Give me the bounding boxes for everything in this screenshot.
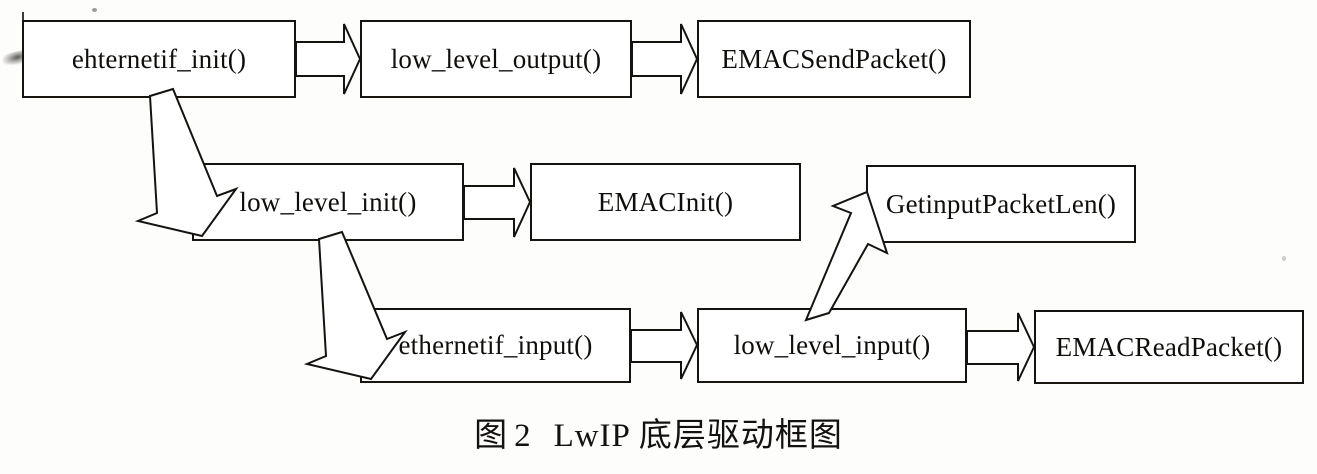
node-low-level-input[interactable]: low_level_input() <box>697 308 967 383</box>
scan-speck <box>1282 256 1286 261</box>
node-label: ethernetif_input() <box>398 330 593 360</box>
node-label: EMACSendPacket() <box>721 43 947 74</box>
node-label: GetinputPacketLen() <box>885 188 1117 219</box>
node-label: low_level_init() <box>239 186 417 217</box>
node-label: low_level_input() <box>733 330 931 360</box>
arrow-right-icon <box>631 23 699 95</box>
node-get-input-packet-len[interactable]: GetinputPacketLen() <box>866 165 1136 243</box>
node-label: EMACReadPacket() <box>1055 331 1283 362</box>
arrow-right-icon <box>966 312 1036 382</box>
caption-title: LwIP 底层驱动框图 <box>553 418 843 454</box>
arrow-right-icon <box>463 167 532 238</box>
caption-number: 2 <box>514 418 532 454</box>
node-emac-init[interactable]: EMACInit() <box>530 163 801 241</box>
node-label: EMACInit() <box>597 186 734 217</box>
node-label: ehternetif_init() <box>71 43 247 74</box>
node-emac-send-packet[interactable]: EMACSendPacket() <box>697 20 971 98</box>
caption-label: 图 <box>474 418 509 454</box>
arrow-right-icon <box>630 311 699 380</box>
node-emac-read-packet[interactable]: EMACReadPacket() <box>1034 310 1304 384</box>
node-low-level-init[interactable]: low_level_init() <box>192 163 464 241</box>
scan-speck <box>92 8 97 12</box>
arrow-right-icon <box>295 23 362 95</box>
node-label: low_level_output() <box>390 43 602 74</box>
node-low-level-output[interactable]: low_level_output() <box>360 20 632 98</box>
node-ethernetif-input[interactable]: ethernetif_input() <box>360 308 631 383</box>
node-ehternetif-init[interactable]: ehternetif_init() <box>22 20 296 98</box>
